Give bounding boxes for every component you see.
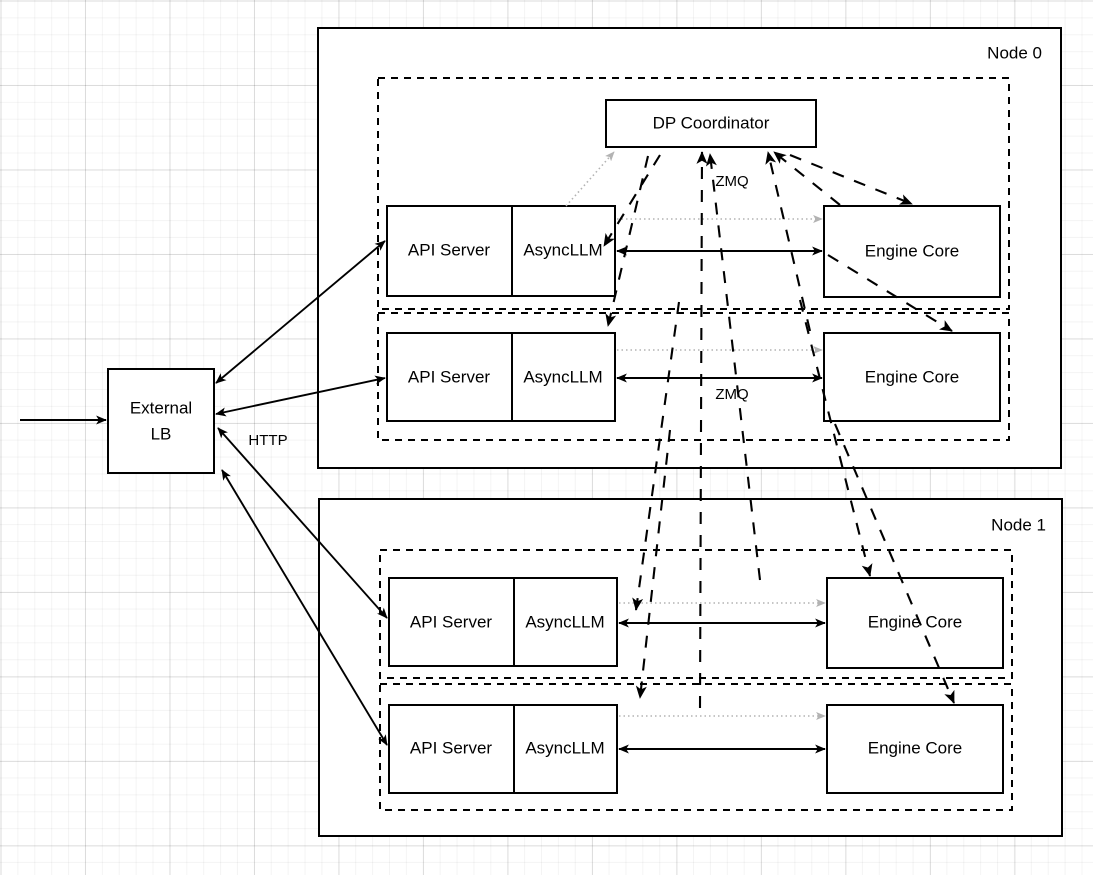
n0r1-apiserver-asyncllm-box[interactable]	[386, 332, 616, 422]
n1r1-engine-core-label: Engine Core	[868, 738, 963, 757]
n0r1-engine-core-box[interactable]	[823, 332, 1001, 422]
n0r0-engine-core-box[interactable]	[823, 205, 1001, 298]
n1r0-api-server-label: API Server	[410, 612, 493, 631]
n1r0-engine-core-box[interactable]	[826, 577, 1004, 669]
external-lb-box[interactable]	[107, 368, 215, 474]
n1r1-api-server-label: API Server	[410, 738, 493, 757]
coordinator-zmq-label: ZMQ	[715, 173, 748, 190]
http-edge-label: HTTP	[248, 432, 287, 449]
n0r1-async-llm-label: AsyncLLM	[523, 367, 602, 386]
lb-to-n1r1-api-edge	[221, 469, 388, 746]
node-0-rank-1-group	[377, 312, 1010, 441]
n1r0-apiserver-asyncllm-box[interactable]	[388, 577, 618, 667]
coordinator-to-n0r0-asyncllm-dashed	[603, 154, 661, 247]
n1r1-engine-core-box[interactable]	[826, 704, 1004, 794]
n1r0-async-llm-label: AsyncLLM	[525, 612, 604, 631]
n0r0-engine-core-label: Engine Core	[865, 241, 960, 260]
n0r1-engine-core-label: Engine Core	[865, 367, 960, 386]
coordinator-to-n0r1-engine-dashed	[827, 254, 953, 332]
coordinator-to-n1r0-engine-dashed	[798, 299, 873, 577]
external-lb-label-line2: LB	[151, 424, 172, 443]
node-1-label: Node 1	[991, 515, 1046, 534]
node-0-label: Node 0	[987, 43, 1042, 62]
node-1-rank-1-group	[379, 683, 1013, 811]
node-0-rank-0-group	[377, 77, 1010, 310]
lb-to-n0r0-api-edge	[215, 240, 386, 384]
lb-to-n0r1-api-edge	[215, 375, 386, 417]
n0r0-api-server-label: API Server	[408, 240, 491, 259]
n1r0-engine-to-coordinator-dashed	[705, 153, 762, 581]
n0r1-api-server-label: API Server	[408, 367, 491, 386]
coordinator-to-n0r1-asyncllm-dashed	[605, 155, 650, 327]
n0r0-async-llm-label: AsyncLLM	[523, 240, 602, 259]
n0r0-asyncllm-to-coordinator-dotted	[565, 151, 615, 207]
external-lb-label-line1: External	[130, 398, 192, 417]
n1r1-async-llm-label: AsyncLLM	[525, 738, 604, 757]
dp-coordinator-label: DP Coordinator	[653, 113, 770, 132]
n1r0-engine-core-label: Engine Core	[868, 612, 963, 631]
coordinator-to-n1r1-engine-dashed	[834, 423, 955, 704]
n0r0-engine-to-coordinator-dashed	[773, 151, 841, 206]
n0r0-apiserver-asyncllm-box[interactable]	[386, 205, 616, 297]
n1r1-engine-to-coordinator-dashed	[696, 151, 708, 709]
coordinator-to-n1r0-asyncllm-dashed	[632, 301, 681, 611]
n1r1-apiserver-asyncllm-box[interactable]	[388, 704, 618, 794]
n0r1-engine-to-coordinator-dashed	[765, 151, 812, 332]
n0r1-zmq-label: ZMQ	[715, 386, 748, 403]
dp-coordinator-box[interactable]	[605, 99, 817, 148]
